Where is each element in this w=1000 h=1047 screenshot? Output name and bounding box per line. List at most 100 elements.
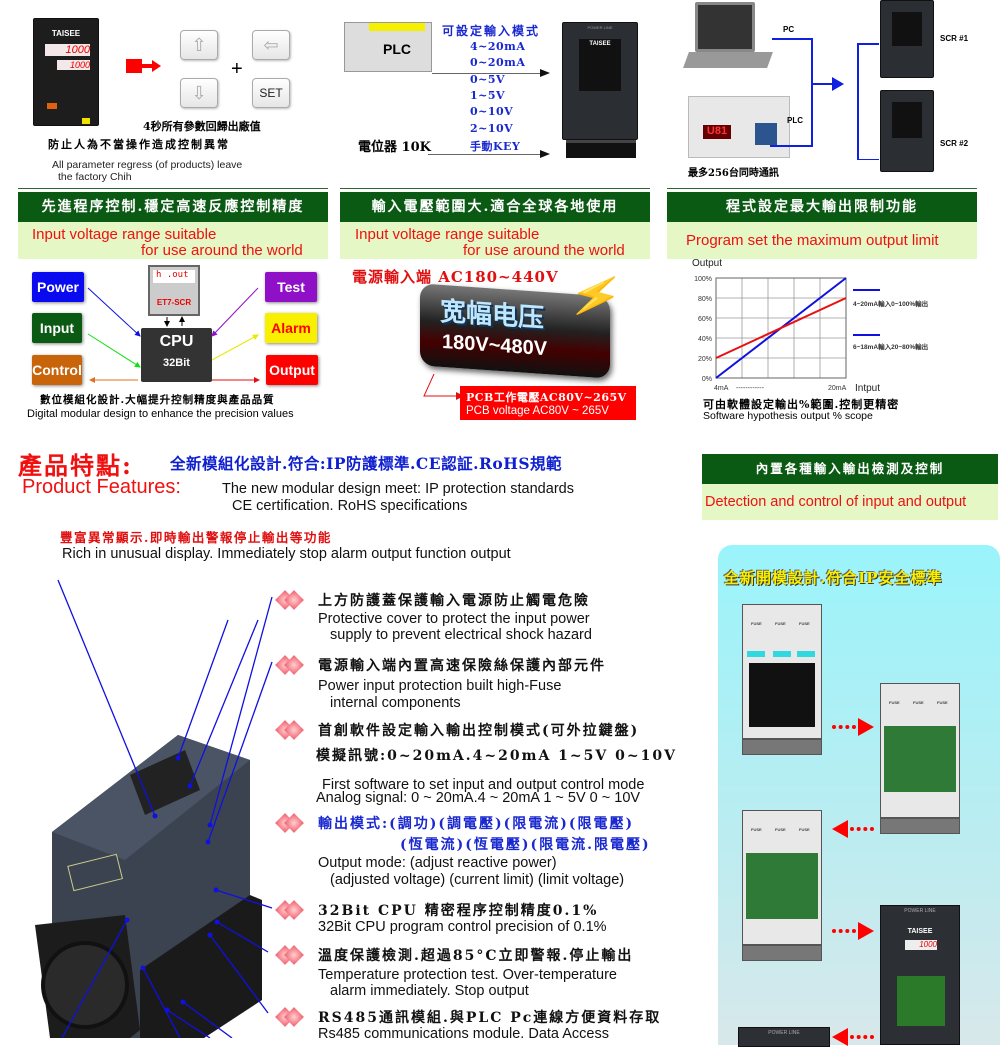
diamond-bullet-icon — [276, 656, 306, 676]
arrow-left-icon — [832, 1028, 876, 1046]
arrow-right-icon — [832, 922, 876, 940]
features-title-cn: 產品特點: — [18, 451, 133, 480]
plot-frame — [715, 277, 847, 379]
col3-caption-cn: 可由軟體設定輸出%範圍.控制更精密 — [703, 398, 900, 411]
section-header-detection: 內置各種輸入輸出檢測及控制 — [702, 454, 998, 492]
input-mode-item: 0~20mA — [470, 56, 526, 70]
input-mode-item: 0~5V — [470, 72, 506, 86]
feature-cn-2: (恆電流)(恆電壓)(限電流.限電壓) — [400, 837, 651, 853]
y-tick-label: 60% — [698, 316, 712, 323]
y-tick-label: 40% — [698, 336, 712, 343]
x-tick-label: 20mA — [828, 385, 847, 392]
scr1-image — [880, 0, 934, 78]
feature-cn: 溫度保護檢測.超過85°C立即警報.停止輸出 — [318, 948, 634, 964]
feature-cn: 32Bit CPU 精密程序控制精度0.1% — [318, 903, 599, 919]
connection-lines — [770, 38, 879, 160]
scr2-image — [880, 90, 934, 172]
controller-cover-image: POWER LINE — [738, 1027, 830, 1047]
plc-link-label: PLC — [787, 116, 803, 125]
plus-sign: + — [231, 58, 243, 80]
y-tick-label: 0% — [702, 376, 712, 383]
input-mode-item: 2~10V — [470, 121, 514, 135]
feature-cn: 輸出模式:(調功)(調電壓)(限電流)(限電壓) — [318, 816, 635, 832]
col3-caption-en: Software hypothesis output % scope — [703, 410, 873, 422]
cpu-box: CPU 32Bit — [141, 328, 212, 382]
device-brand: TAISEE — [589, 41, 611, 47]
scr1-label: SCR #1 — [940, 34, 969, 43]
feature-cn: 上方防護蓋保護輸入電源防止觸電危險 — [318, 593, 590, 609]
y-tick-label: 20% — [698, 356, 712, 363]
down-button[interactable]: ⇩ — [180, 78, 218, 108]
prevent-note-cn: 防止人為不當操作造成控制異常 — [48, 138, 230, 151]
power-box: Power — [32, 272, 84, 302]
module-name: ET7-SCR — [156, 298, 192, 307]
plc-display: U81 — [703, 125, 731, 139]
reset-note-en-2: the factory Chih — [58, 171, 132, 183]
fuse-label: FUSE — [751, 621, 762, 626]
diamond-bullet-icon — [276, 591, 306, 611]
legend-label: 4~20mA輸入0~100%輸出 — [853, 299, 928, 308]
band-col2: Input voltage range suitable for use aro… — [340, 222, 650, 259]
feature-en-2: supply to prevent electrical shock hazar… — [330, 627, 592, 643]
display-1: 1000 — [45, 44, 90, 56]
features-subtitle-en-2: CE certification. RoHS specifications — [232, 498, 468, 514]
feature-en-2: (adjusted voltage) (current limit) (limi… — [330, 872, 625, 888]
up-button[interactable]: ⇧ — [180, 30, 218, 60]
features-title-en: Product Features: — [22, 476, 181, 498]
input-box: Input — [32, 313, 82, 343]
display-2: 1000 — [57, 60, 90, 70]
fuse-label: FUSE — [799, 621, 810, 626]
diamond-bullet-icon — [276, 946, 306, 966]
max-comm-caption: 最多256台同時通訊 — [688, 168, 779, 179]
arrow-left-icon: ⇦ — [263, 35, 279, 55]
y-tick-label: 80% — [698, 296, 712, 303]
display-feature-en: Rich in unusual display. Immediately sto… — [62, 546, 511, 562]
plc-device-image: U81 — [688, 96, 790, 158]
display-feature-cn: 豐富異常顯示.即時輸出警報停止輸出等功能 — [60, 530, 332, 545]
fuse-label: FUSE — [937, 700, 948, 705]
reset-note-cn: 4秒所有參數回歸出廠值 — [143, 120, 261, 133]
laptop-image — [695, 2, 755, 52]
pcb-arrow — [423, 373, 464, 400]
panel-title: 全新開模設計.符合IP安全標準 — [724, 569, 943, 587]
alarm-box: Alarm — [265, 313, 317, 343]
arrow-up-icon: ⇧ — [191, 35, 207, 55]
feature-en-1: Temperature protection test. Over-temper… — [318, 967, 617, 983]
col1-caption-en: Digital modular design to enhance the pr… — [27, 408, 294, 420]
legend-label: 6~18mA輸入20~80%輸出 — [853, 342, 928, 351]
diamond-bullet-icon — [276, 721, 306, 741]
input-mode-title: 可設定輸入模式 — [442, 24, 541, 38]
features-subtitle-en-1: The new modular design meet: IP protecti… — [222, 481, 574, 497]
scr2-label: SCR #2 — [940, 139, 969, 148]
cpu-arrows — [87, 287, 260, 383]
output-box: Output — [266, 355, 318, 385]
feature-en-1: Rs485 communications module. Data Access — [318, 1026, 609, 1042]
y-tick-label: 100% — [694, 276, 712, 283]
input-mode-item: 4~20mA — [470, 40, 526, 53]
arrow-down-icon: ⇩ — [191, 83, 207, 103]
feature-en-2: internal components — [330, 695, 461, 711]
feature-cn-2: 模擬訊號:0~20mA.4~20mA 1~5V 0~10V — [316, 748, 677, 764]
badge-range: 180V~480V — [442, 330, 548, 361]
section-header-control: 先進程序控制.穩定高速反應控制精度 — [18, 192, 328, 230]
feature-cn: 電源輸入端內置高速保險絲保護內部元件 — [318, 658, 606, 674]
diamond-bullet-icon — [276, 901, 306, 921]
col1-caption-cn: 數位模組化設計.大幅提升控制精度與產品品質 — [40, 394, 275, 406]
x-axis-dash: ------------ — [736, 385, 765, 392]
input-mode-item: 手動KEY — [470, 139, 521, 153]
set-button[interactable]: SET — [252, 78, 290, 108]
input-mode-item: 0~10V — [470, 105, 514, 119]
x-axis-label: Intput — [855, 383, 880, 394]
band-col1: Input voltage range suitable for use aro… — [18, 222, 328, 259]
fuse-label: FUSE — [751, 827, 762, 832]
arrow-left-icon — [832, 820, 876, 838]
plc-label: PLC — [383, 41, 411, 57]
reset-note-en-1: All parameter regress (of products) leav… — [52, 159, 243, 171]
left-button[interactable]: ⇦ — [252, 30, 290, 60]
callout-lines — [57, 579, 273, 1038]
section-header-limit: 程式設定最大輸出限制功能 — [667, 192, 977, 230]
